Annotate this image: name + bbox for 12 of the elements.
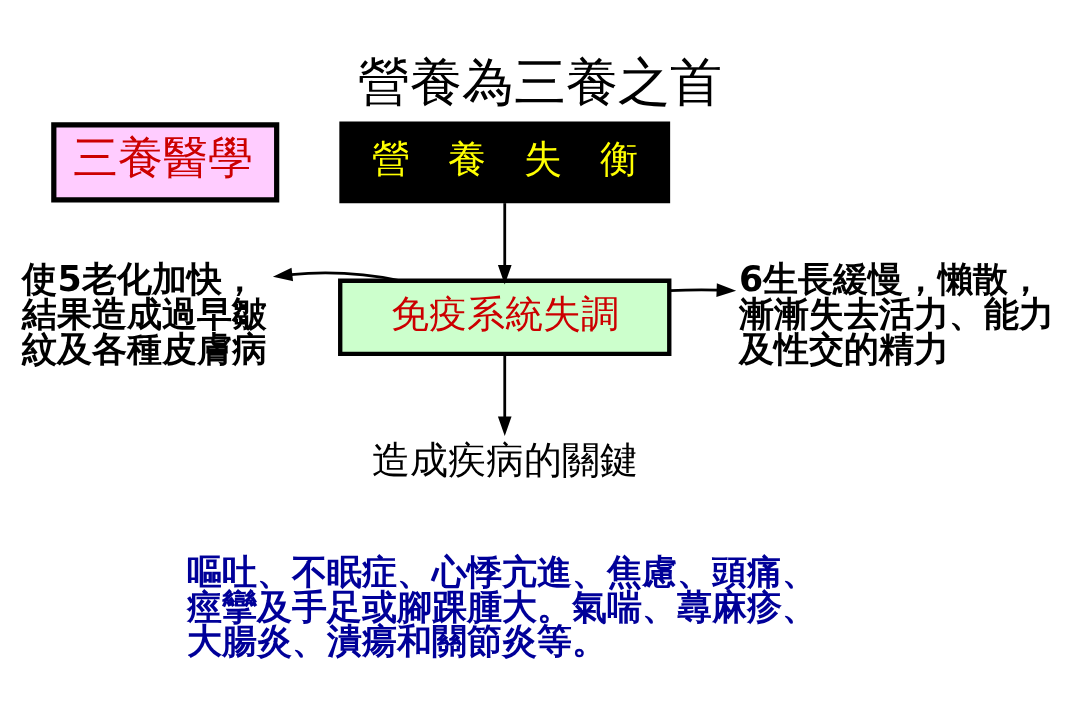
label: 嘔吐、不眠症、心悸亢進、焦慮、頭痛、痙攣及手足或腳踝腫大。氣喘、蕁麻疹、大腸炎、潰瘍和關節炎等。 bbox=[187, 551, 817, 662]
arrow bbox=[669, 283, 737, 297]
diagram-title: 營養為三養之首 bbox=[358, 51, 722, 112]
arrow bbox=[497, 203, 512, 285]
node-box: 免疫系統失調 bbox=[338, 278, 672, 357]
node-box: 三養醫學 bbox=[51, 122, 280, 203]
node-text: 6生長緩慢，懶散，漸漸失去活力、能力及性交的精力 bbox=[738, 259, 1054, 369]
node-text: 造成疾病的關鍵 bbox=[371, 437, 638, 483]
arrow bbox=[497, 354, 512, 437]
arrow bbox=[272, 267, 401, 283]
node-text: 使5老化加快，結果造成過早皺紋及各種皮膚病 bbox=[22, 259, 268, 369]
node-box: 營 養 失 衡 bbox=[339, 121, 671, 204]
